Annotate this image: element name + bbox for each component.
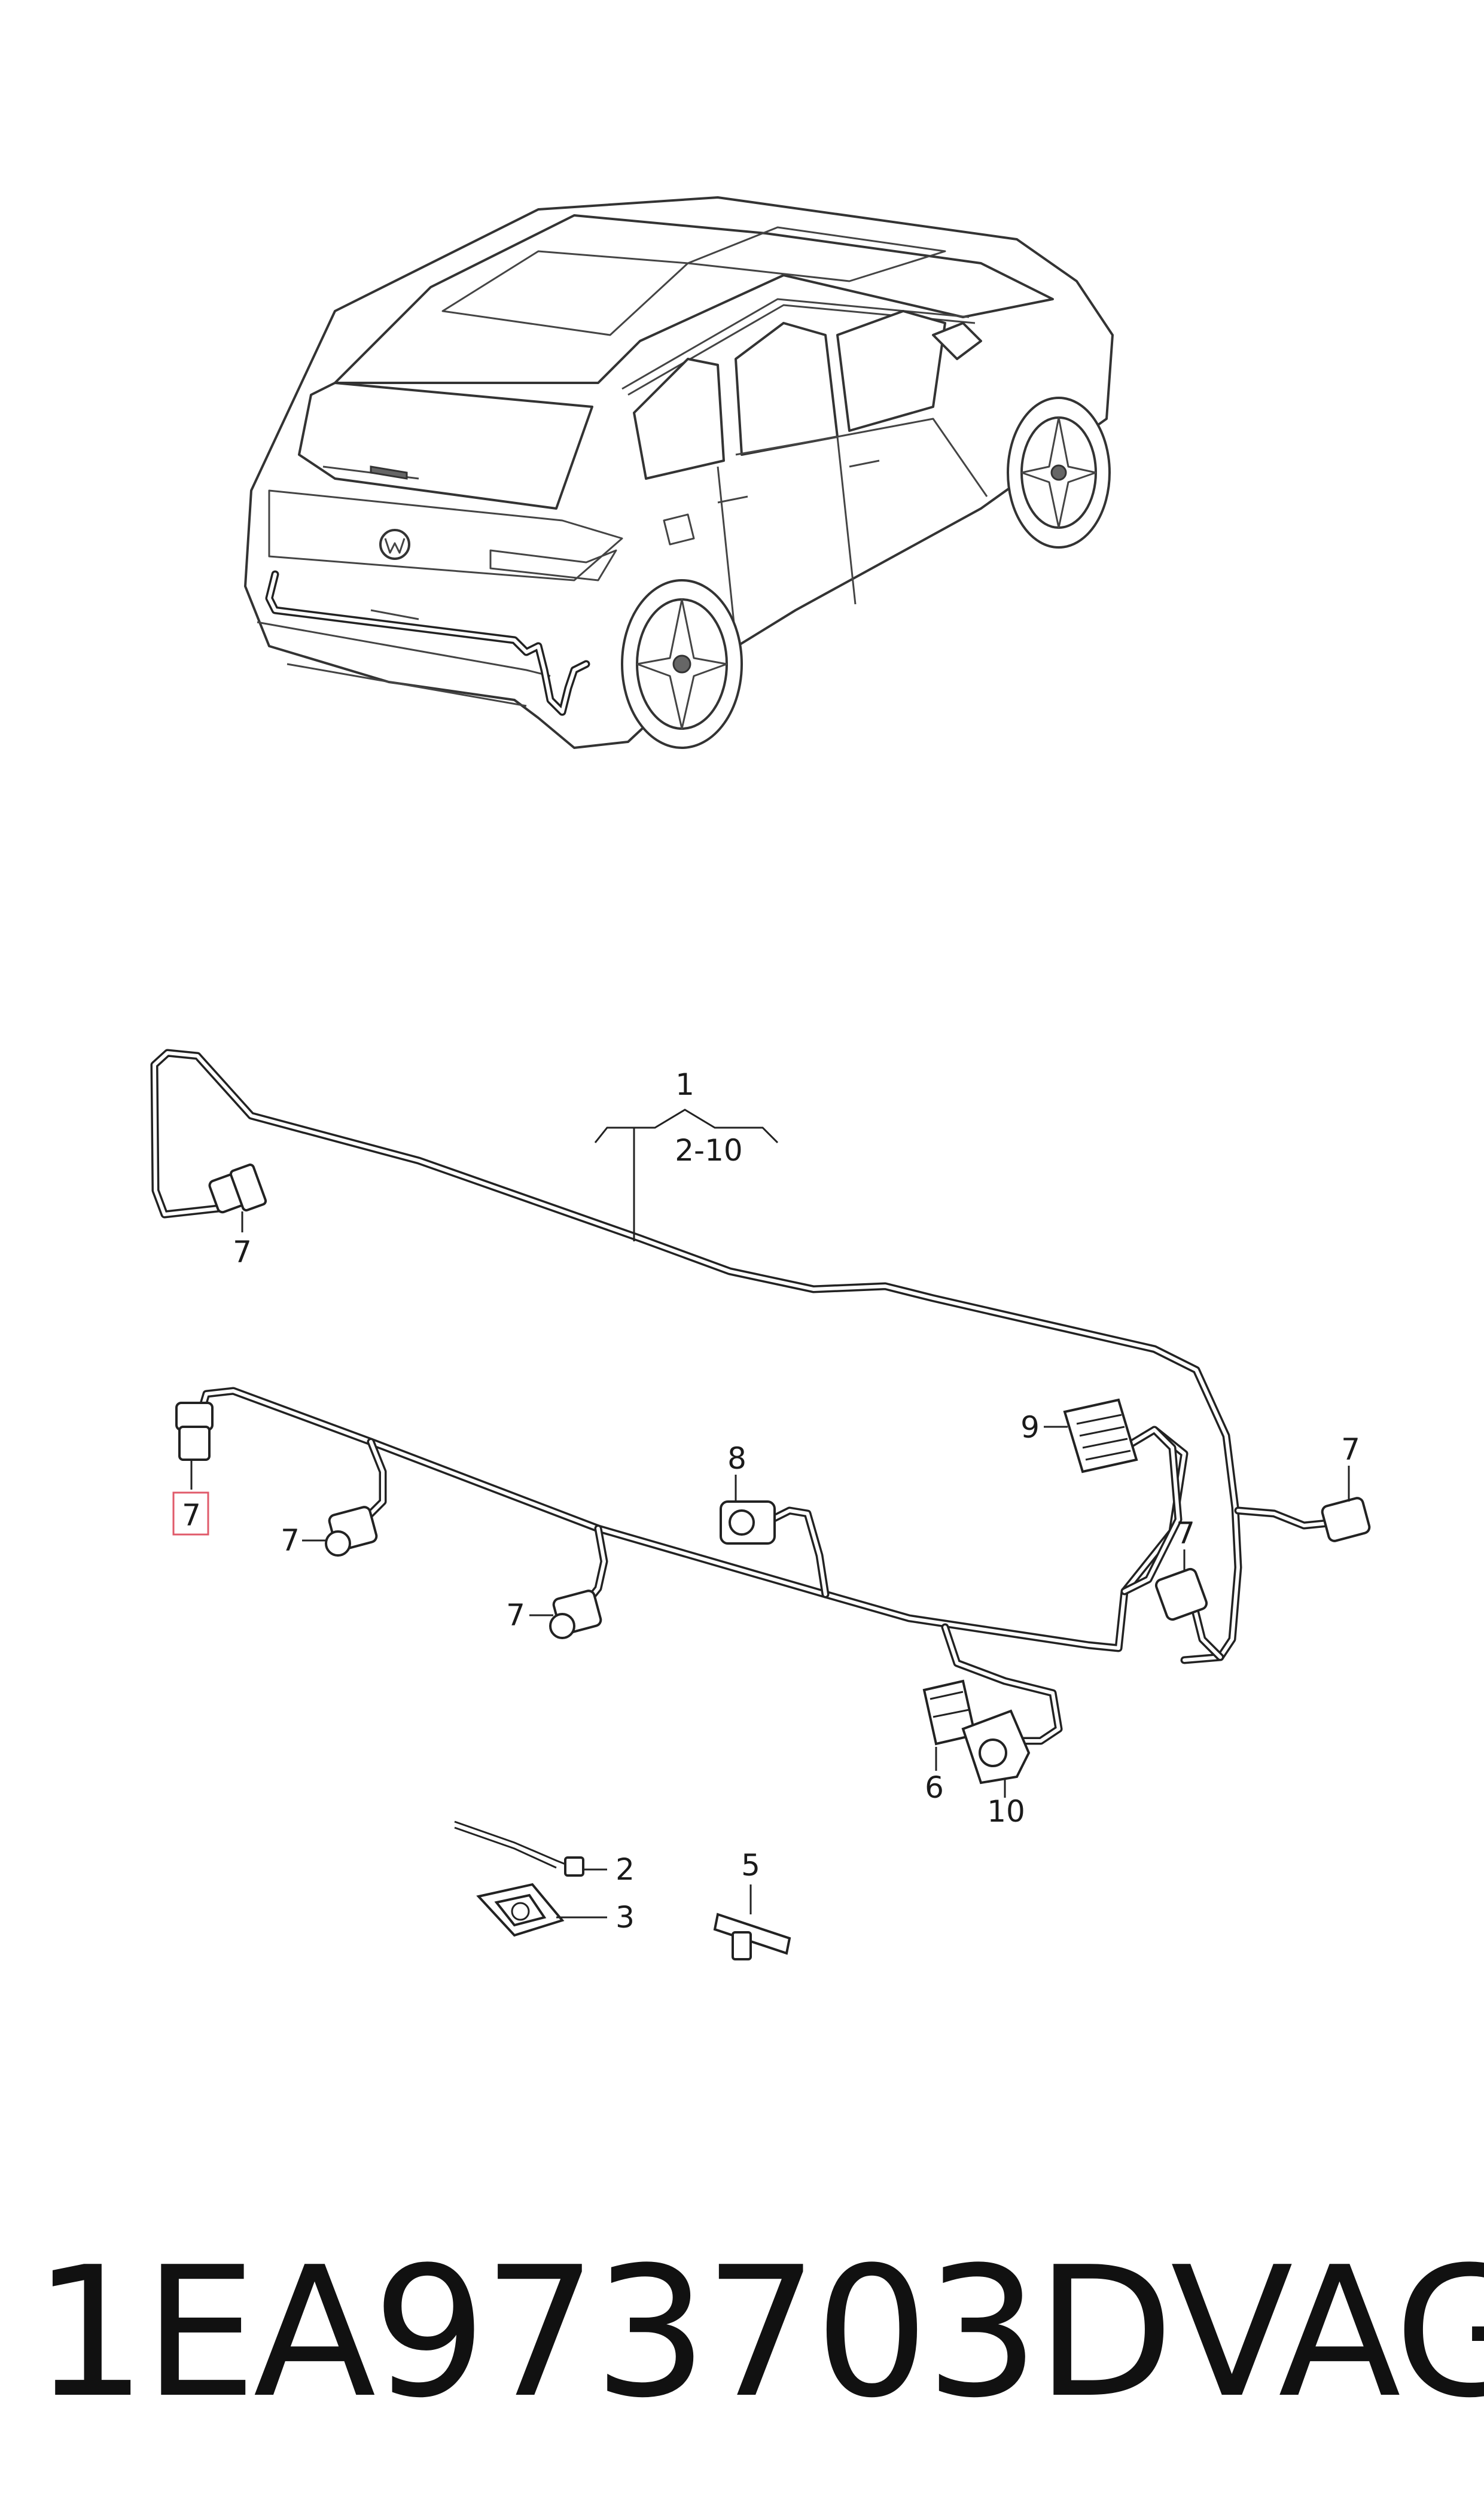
sensor-mid-left-icon: [325, 1506, 378, 1557]
car-illustration: [244, 196, 1114, 749]
callout-10: 10: [987, 1794, 1025, 1829]
part-number: 1EA973703D: [33, 2228, 1174, 2437]
connector-9-icon: [1063, 1398, 1138, 1473]
sensor-top-left-icon: [208, 1163, 267, 1214]
wiring-harness: [150, 1049, 1338, 1745]
sensor-left-highlight-icon: [175, 1402, 214, 1461]
clip-5-icon: [713, 1913, 791, 1960]
sensor-right-inner-icon: [1154, 1567, 1208, 1621]
callout-7-right-inner: 7: [1176, 1516, 1195, 1551]
holder-3-icon: [476, 1883, 565, 1937]
connector-10-icon: [961, 1709, 1031, 1785]
assembly-range: 2-10: [675, 1133, 742, 1168]
leader-lines: [190, 1211, 1350, 1919]
callout-7-right-outer: 7: [1341, 1432, 1360, 1467]
callout-7-mid-left: 7: [281, 1523, 300, 1558]
assembly-number: 1: [675, 1067, 694, 1102]
callout-7-top-left: 7: [233, 1235, 252, 1269]
callout-7-mid: 7: [506, 1598, 525, 1633]
callout-3: 3: [615, 1900, 635, 1935]
brand-name: VAG: [1170, 2228, 1484, 2437]
cable-tie-2-icon: [454, 1820, 584, 1877]
assembly-bracket: [594, 1109, 779, 1241]
sensor-right-outer-icon: [1321, 1497, 1371, 1542]
callout-highlight-box: [172, 1491, 209, 1536]
callout-8: 8: [727, 1441, 746, 1476]
callout-7-highlighted: 7: [182, 1498, 201, 1533]
callout-5: 5: [741, 1848, 760, 1883]
callout-2: 2: [615, 1852, 635, 1887]
connector-8-icon: [720, 1500, 776, 1545]
callout-9: 9: [1020, 1410, 1040, 1445]
callout-6: 6: [925, 1770, 944, 1805]
footer-code-row: 1EA973703D VAG: [33, 2228, 1484, 2437]
sensor-mid-icon: [549, 1590, 602, 1639]
